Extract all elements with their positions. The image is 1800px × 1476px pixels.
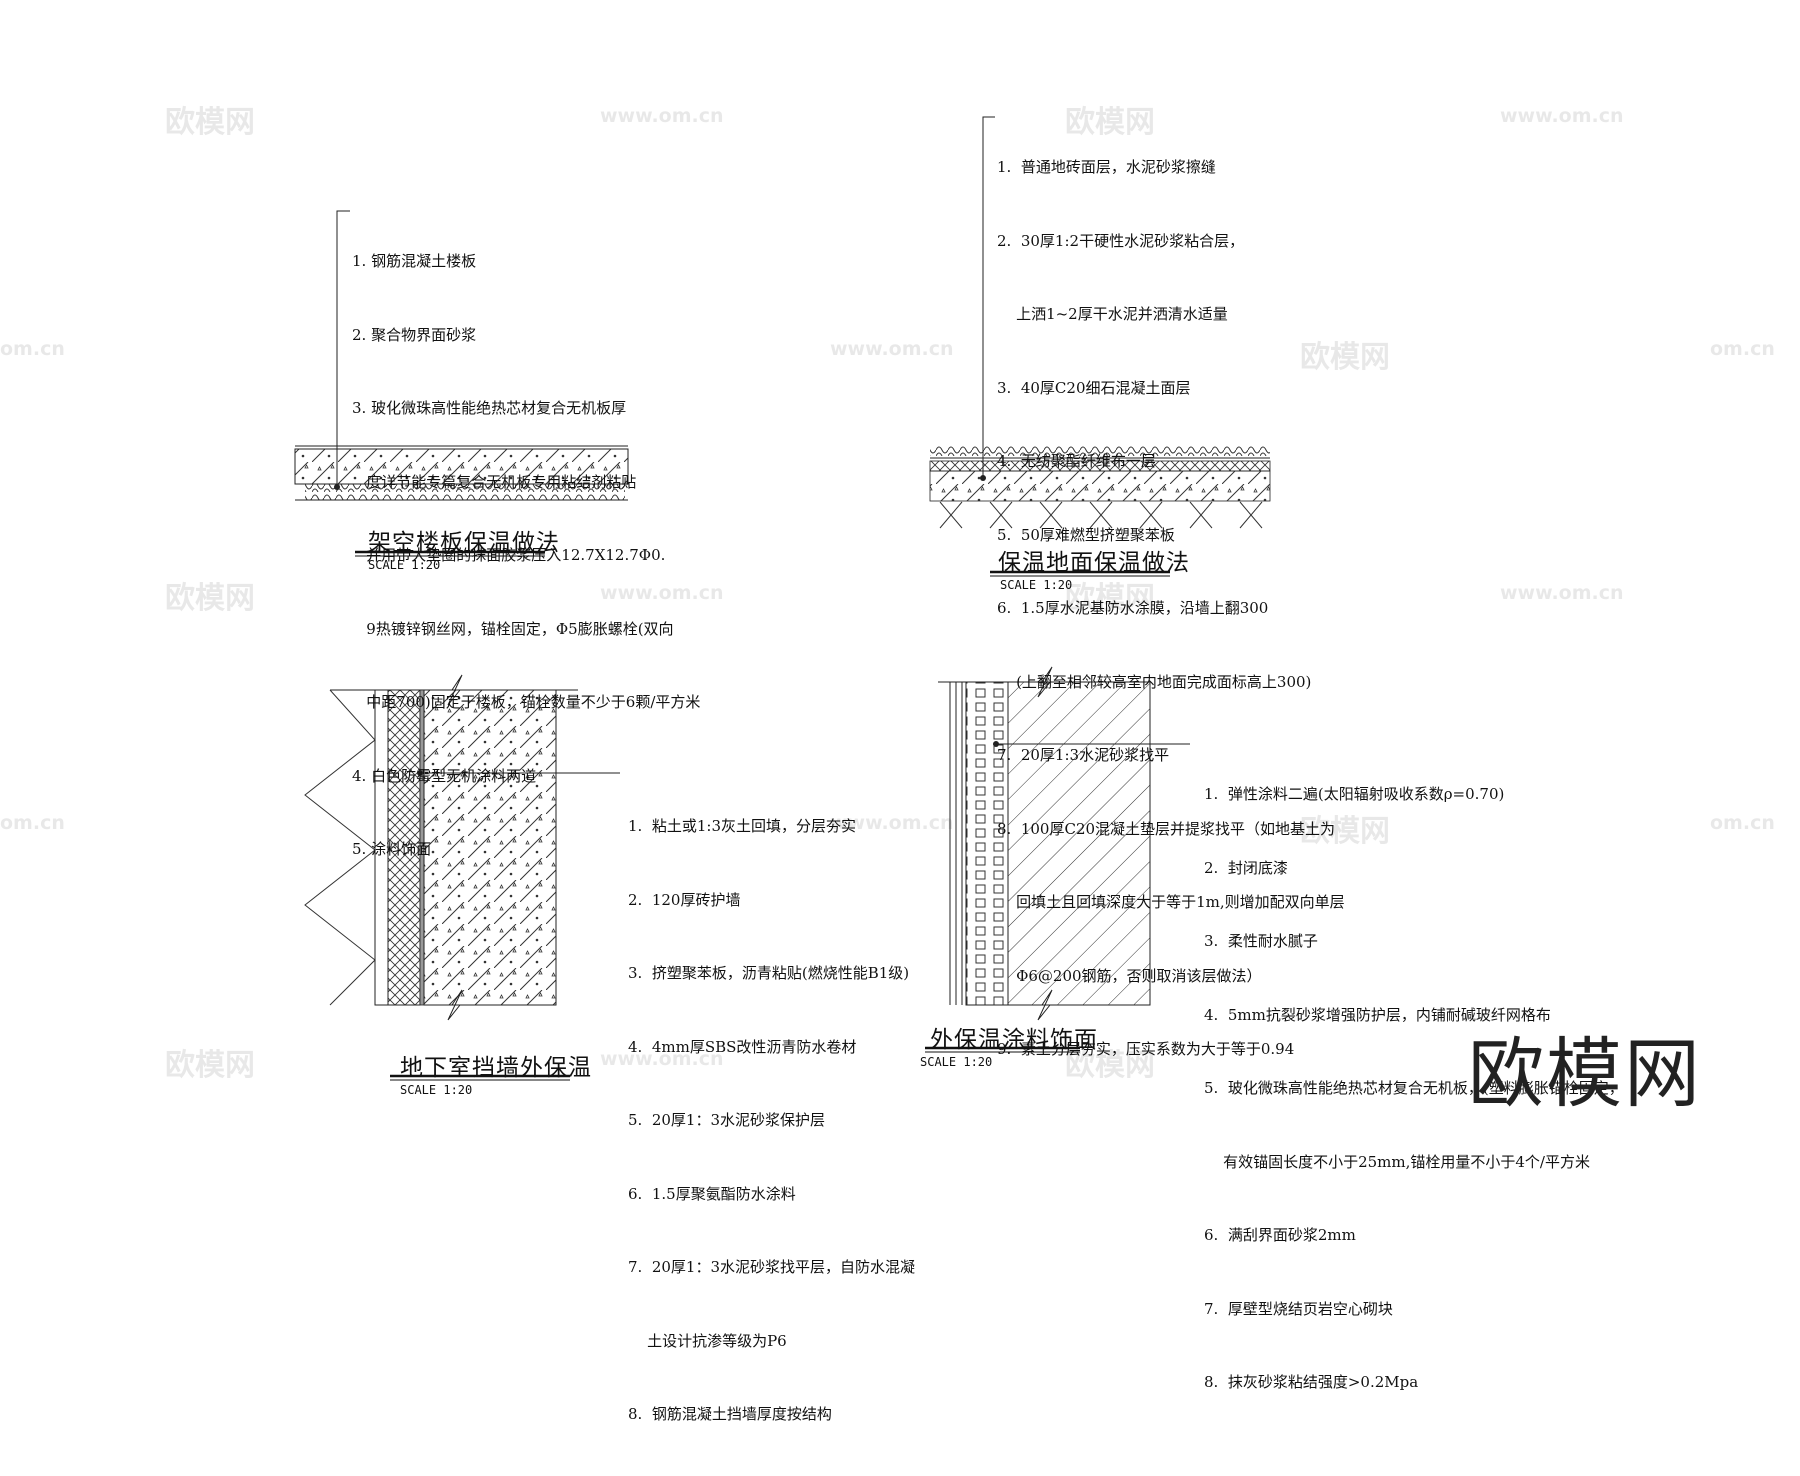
note-line: 1. 弹性涂料二遍(太阳辐射吸收系数ρ=0.70) [1204, 785, 1505, 803]
note-line: 6. 1.5厚水泥基防水涂膜，沿墙上翻300 [997, 599, 1269, 617]
note-line: 3. 40厚C20细石混凝土面层 [997, 378, 1191, 397]
watermark-url: www.om.cn [830, 338, 954, 360]
note-line: 中距700)固定于楼板，锚栓数量不少于6颗/平方米 [352, 693, 701, 711]
cad-linework [294, 116, 1271, 1081]
watermark-url: om.cn [1710, 812, 1775, 834]
detail-scale: SCALE 1:20 [368, 558, 441, 572]
note-line: 7. 20厚1：3水泥砂浆找平层，自防水混凝 [628, 1258, 916, 1276]
note-line: 8. 100厚C20混凝土垫层并提浆找平（如地基土为 [997, 819, 1336, 838]
note-line: 5. 50厚难燃型挤塑聚苯板 [997, 525, 1175, 544]
watermark-brand: 欧模网 [165, 105, 255, 140]
watermark-url: www.om.cn [1500, 105, 1624, 127]
note-line: 有效锚固长度不小于25mm,锚栓用量不小于4个/平方米 [1204, 1152, 1590, 1171]
note-line: 6. 满刮界面砂浆2mm [1204, 1226, 1356, 1244]
note-line: 9热镀锌钢丝网，锚栓固定，Φ5膨胀螺栓(双向 [352, 619, 674, 638]
note-line: 上洒1~2厚干水泥并洒清水适量 [997, 305, 1228, 323]
watermark-brand: 欧模网 [1065, 105, 1155, 140]
note-line: 2. 封闭底漆 [1204, 858, 1288, 877]
note-line: (上翻至相邻较高室内地面完成面标高上300) [997, 672, 1312, 691]
detail-scale: SCALE 1:20 [920, 1055, 993, 1069]
detail-title: 外保温涂料饰面 [930, 1027, 1098, 1053]
watermark-url: om.cn [1710, 338, 1775, 360]
note-line: 5. 涂料饰面 [352, 840, 432, 858]
note-line: 5. 玻化微珠高性能绝热芯材复合无机板，(塑料膨胀锚栓固定， [1204, 1079, 1624, 1097]
watermark-url: www.om.cn [830, 812, 954, 834]
notes-floor-insulation: 1. 普通地砖面层，水泥砂浆擦缝 2. 30厚1:2干硬性水泥砂浆粘合层， 上洒… [997, 106, 1345, 1111]
watermark-url: www.om.cn [600, 1048, 724, 1070]
note-line: 7. 厚壁型烧结页岩空心砌块 [1204, 1299, 1393, 1318]
note-line: 4. 5mm抗裂砂浆增强防护层，内铺耐碱玻纤网格布 [1204, 1005, 1551, 1024]
watermark-brand: 欧模网 [165, 581, 255, 616]
watermark-brand: 欧模网 [1300, 340, 1390, 375]
detail-title: 地下室挡墙外保温 [400, 1055, 592, 1081]
watermark-url: www.om.cn [1500, 582, 1624, 604]
note-line: Φ6@200钢筋，否则取消该层做法） [997, 966, 1262, 985]
detail-scale: SCALE 1:20 [1000, 578, 1073, 592]
note-line: 3. 玻化微珠高性能绝热芯材复合无机板厚 [352, 399, 627, 417]
detail-3-basement-wall-section [304, 674, 620, 1021]
note-line: 1. 粘土或1:3灰土回填，分层夯实 [628, 817, 856, 835]
note-line: 7. 20厚1:3水泥砂浆找平 [997, 746, 1170, 764]
watermark-brand: 欧模网 [1065, 581, 1155, 616]
note-line: 并用带大垫圈的抹面胶浆压入12.7X12.7Φ0. [352, 546, 666, 564]
notes-slab-insulation: 1. 钢筋混凝土楼板 2. 聚合物界面砂浆 3. 玻化微珠高性能绝热芯材复合无机… [352, 200, 700, 911]
detail-2-floor-section [929, 116, 1271, 529]
detail-title: 架空楼板保温做法 [368, 530, 560, 556]
note-line: 8. 抹灰砂浆粘结强度>0.2Mpa [1204, 1373, 1419, 1391]
brand-logo: 欧模网 [1468, 1029, 1702, 1118]
watermark-url: www.om.cn [600, 582, 724, 604]
note-line: 1. 钢筋混凝土楼板 [352, 252, 477, 270]
note-line: 1. 普通地砖面层，水泥砂浆擦缝 [997, 158, 1216, 176]
note-line: 4. 无纺聚酯纤维布一层 [997, 452, 1156, 470]
note-line: 9. 素土分层夯实，压实系数为大于等于0.94 [997, 1040, 1295, 1058]
note-line: 5. 20厚1：3水泥砂浆保护层 [628, 1111, 826, 1129]
note-line: 2. 30厚1:2干硬性水泥砂浆粘合层， [997, 231, 1245, 250]
title-underlines [355, 550, 1170, 1081]
note-line: 度详节能专篇复合无机板专用粘结剂粘贴 [352, 472, 637, 491]
drawing-sheet: 欧模网 www.om.cn 欧模网 www.om.cn om.cn www.om… [0, 105, 1775, 1423]
note-line: 回填土且回填深度大于等于1m,则增加配双向单层 [997, 893, 1345, 911]
watermark-brand: 欧模网 [1300, 814, 1390, 849]
notes-basement-wall: 1. 粘土或1:3灰土回填，分层夯实 2. 120厚砖护墙 3. 挤塑聚苯板，沥… [628, 765, 915, 1476]
watermark-url: www.om.cn [600, 105, 724, 127]
note-line: 8. 钢筋混凝土挡墙厚度按结构 [628, 1405, 832, 1423]
detail-4-exterior-wall-section [938, 666, 1190, 1021]
note-line: 3. 挤塑聚苯板，沥青粘贴(燃烧性能B1级) [628, 964, 910, 982]
watermark-url: om.cn [0, 338, 65, 360]
note-line: 2. 120厚砖护墙 [628, 890, 741, 909]
detail-scale: SCALE 1:20 [400, 1083, 473, 1097]
watermark-brand: 欧模网 [165, 1048, 255, 1083]
note-line: 3. 柔性耐水腻子 [1204, 932, 1318, 950]
note-line: 6. 1.5厚聚氨酯防水涂料 [628, 1184, 796, 1203]
detail-1-slab-section [294, 210, 629, 501]
watermark-brand: 欧模网 [1065, 1048, 1155, 1083]
detail-title: 保温地面保温做法 [998, 550, 1190, 576]
note-line: 土设计抗渗等级为P6 [628, 1331, 787, 1350]
note-line: 2. 聚合物界面砂浆 [352, 325, 477, 344]
note-line: 4. 白色防霉型无机涂料两道 [352, 766, 537, 785]
watermark-url: om.cn [0, 812, 65, 834]
note-line: 4. 4mm厚SBS改性沥青防水卷材 [628, 1037, 857, 1056]
